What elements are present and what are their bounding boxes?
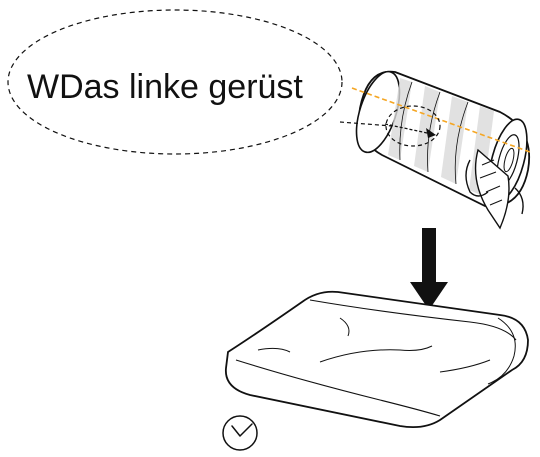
unrolled-sheet-illustration xyxy=(226,292,528,427)
clock-icon xyxy=(223,416,257,450)
foam-roll-illustration xyxy=(348,66,534,228)
callout-label: WDas linke gerüst xyxy=(27,68,303,107)
down-arrow-icon xyxy=(410,228,448,310)
